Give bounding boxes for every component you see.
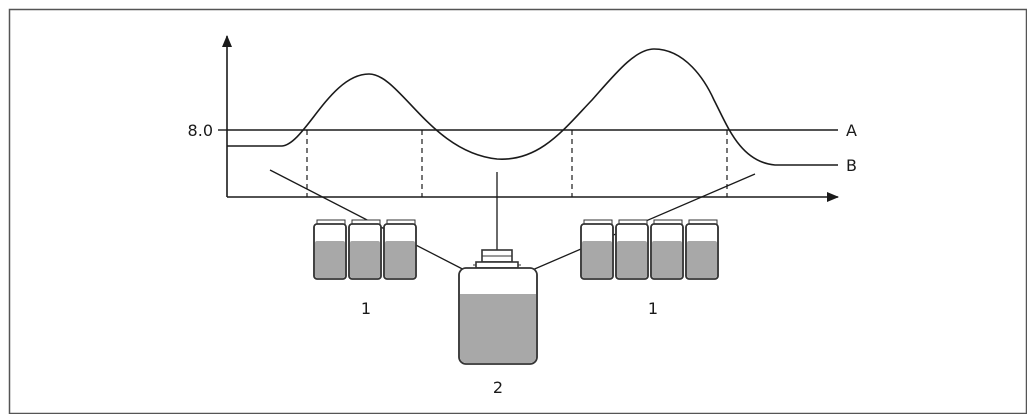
sample-bottles-left [313, 219, 417, 280]
composite-container [458, 249, 538, 365]
container-neck [475, 261, 519, 269]
callout-composite-container: 2 [493, 378, 503, 397]
sample-bottle [313, 219, 347, 280]
sample-bottle [348, 219, 382, 280]
container-liquid [460, 294, 536, 363]
callout-sample-bottles-left: 1 [361, 299, 371, 318]
sample-bottle [383, 219, 417, 280]
threshold-line-label: A [846, 121, 857, 140]
crossing-markers [306, 130, 728, 197]
measured-curve [227, 48, 838, 166]
sample-bottle [580, 219, 614, 280]
sample-bottles-right [580, 219, 719, 280]
sample-bottle [685, 219, 719, 280]
threshold-value-label: 8.0 [188, 121, 213, 140]
sample-bottle [650, 219, 684, 280]
axes [222, 35, 839, 202]
sample-bottle [615, 219, 649, 280]
measured-curve-label: B [846, 156, 857, 175]
callout-sample-bottles-right: 1 [648, 299, 658, 318]
